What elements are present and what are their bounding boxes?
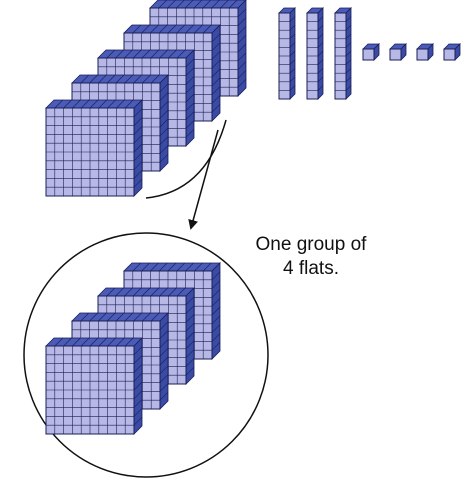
unit-cube <box>362 43 380 61</box>
unit-cube <box>443 43 461 61</box>
unit-cube <box>416 43 434 61</box>
bracket-curve <box>145 119 227 199</box>
unit-cube <box>389 43 407 61</box>
caption-line-1: One group of <box>255 234 367 255</box>
arrow-down-left-icon <box>188 129 219 230</box>
top-flats-stack <box>45 0 247 197</box>
rods-group <box>278 7 352 100</box>
rod <box>278 7 296 100</box>
caption-line-2: 4 flats. <box>283 258 339 279</box>
circled-flats-stack <box>45 262 221 435</box>
flat <box>45 99 143 197</box>
group-caption: One group of 4 flats. <box>226 233 396 281</box>
rod <box>334 7 352 100</box>
flat <box>45 337 143 435</box>
units-group <box>362 43 461 61</box>
rod <box>306 7 324 100</box>
group-circle <box>23 232 269 478</box>
